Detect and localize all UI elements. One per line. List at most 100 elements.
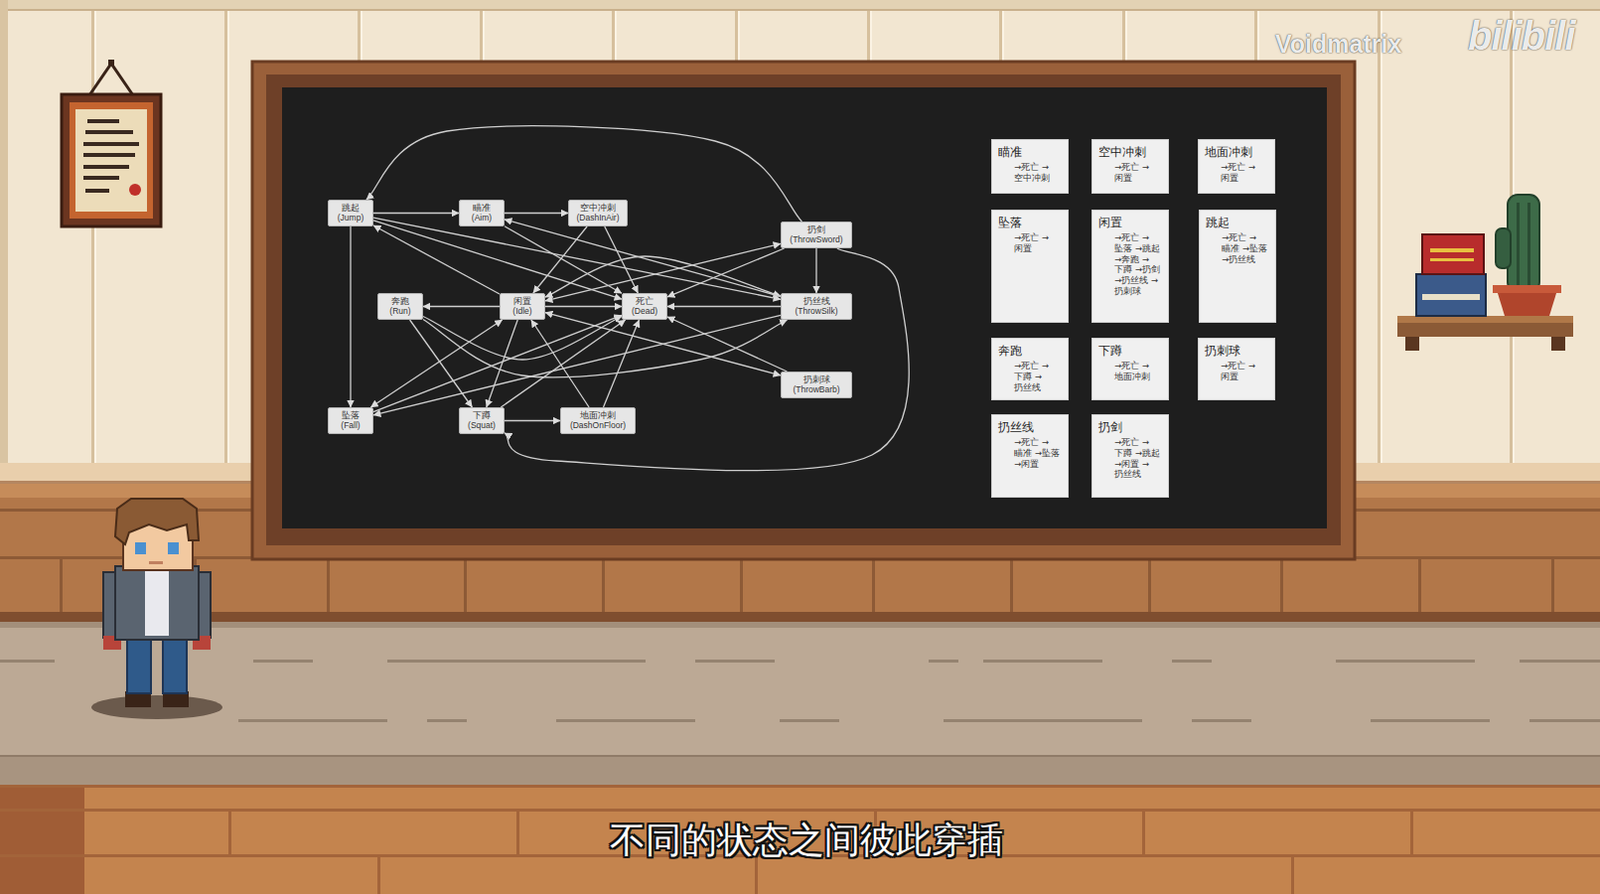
card-transitions: →死亡 →下蹲 →扔丝线 xyxy=(1014,360,1060,393)
book-red xyxy=(1422,234,1484,275)
card-transitions: →死亡 →地面冲刺 xyxy=(1114,360,1161,382)
transition-arrow xyxy=(486,319,518,408)
floor-band xyxy=(0,754,1600,785)
card-title: 闲置 xyxy=(1098,215,1163,230)
state-name-en: (DashOnFloor) xyxy=(570,421,626,432)
transition-arrow xyxy=(373,314,781,416)
transition-arrow xyxy=(423,305,500,307)
state-name-en: (Idle) xyxy=(512,306,532,317)
transition-arrow xyxy=(373,225,500,294)
transition-arrow xyxy=(815,248,817,293)
state-name-en: (ThrowSilk) xyxy=(795,306,839,317)
state-box: 扔丝线(ThrowSilk) xyxy=(780,292,853,320)
transition-card: 下蹲 →死亡 →地面冲刺 xyxy=(1091,337,1169,401)
state-box: 扔剑(ThrowSword) xyxy=(780,221,853,249)
card-title: 扔刺球 xyxy=(1204,343,1269,358)
card-title: 扔剑 xyxy=(1098,420,1163,435)
state-box: 下蹲(Squat) xyxy=(458,407,505,435)
transition-arrow xyxy=(366,126,803,222)
character-eye xyxy=(135,542,146,555)
transition-arrow xyxy=(504,212,569,214)
transition-arrow xyxy=(370,319,502,408)
wainscot-base xyxy=(0,611,1600,622)
transition-arrow xyxy=(500,319,625,408)
state-name: 跳起 xyxy=(341,203,360,214)
state-name: 空中冲刺 xyxy=(580,203,616,214)
transition-card: 扔剑→死亡 →下蹲 →跳起 →闲置 →扔丝线 xyxy=(1091,414,1169,498)
card-title: 跳起 xyxy=(1205,215,1270,230)
transition-arrow xyxy=(504,420,561,422)
picture-seal xyxy=(129,183,142,196)
watermark: Voidmatrix xyxy=(1275,29,1402,59)
state-name-en: (ThrowBarb) xyxy=(792,385,840,396)
state-name-en: (ThrowSword) xyxy=(789,235,843,246)
transition-card: 空中冲刺 →死亡 →闲置 xyxy=(1091,139,1169,194)
state-box: 地面冲刺(DashOnFloor) xyxy=(560,407,636,435)
card-title: 奔跑 xyxy=(998,343,1062,358)
transition-arrow xyxy=(533,226,587,293)
walkway-dashes xyxy=(0,659,1600,723)
card-transitions: →死亡 →闲置 xyxy=(1220,360,1267,382)
character-leg xyxy=(162,633,187,694)
card-transitions: →死亡 →闲置 xyxy=(1014,232,1060,254)
character-leg xyxy=(127,633,151,694)
shelf-bracket xyxy=(1405,336,1420,351)
state-name: 死亡 xyxy=(635,296,654,307)
frame-nail xyxy=(108,59,115,66)
cactus-pot-rim xyxy=(1492,285,1562,293)
book-red-stripe xyxy=(1430,248,1474,253)
state-name-en: (Run) xyxy=(389,306,411,317)
card-title: 瞄准 xyxy=(998,145,1062,159)
transition-card: 瞄准 →死亡 →空中冲刺 xyxy=(991,139,1069,194)
character-eye xyxy=(167,542,179,555)
transition-card: 奔跑 →死亡 →下蹲 →扔丝线 xyxy=(991,337,1069,401)
card-title: 空中冲刺 xyxy=(1098,145,1163,159)
card-transitions: →死亡 →坠落 →跳起 →奔跑 →下蹲 →扔剑 →扔丝线 →扔刺球 xyxy=(1114,232,1161,296)
cactus-ribs xyxy=(1516,202,1531,287)
state-box: 闲置(Idle) xyxy=(499,292,546,320)
picture-frame-inner xyxy=(69,102,153,219)
transition-arrow xyxy=(373,217,781,299)
state-name-en: (Aim) xyxy=(471,213,492,224)
book-pages xyxy=(1422,293,1480,300)
state-name: 下蹲 xyxy=(472,411,491,422)
state-name: 扔刺球 xyxy=(803,375,831,386)
picture-paper xyxy=(75,109,147,212)
book-red-stripe xyxy=(1430,258,1474,262)
transition-arrow xyxy=(667,305,781,307)
card-title: 下蹲 xyxy=(1098,343,1163,358)
card-transitions: →死亡 →空中冲刺 xyxy=(1014,161,1060,183)
transition-arrow xyxy=(504,219,781,297)
state-box: 瞄准(Aim) xyxy=(458,199,505,227)
character-shirt xyxy=(145,568,169,636)
state-name: 奔跑 xyxy=(391,296,410,307)
floor-band-line xyxy=(0,754,1600,757)
card-transitions: →死亡 →下蹲 →跳起 →闲置 →扔丝线 xyxy=(1114,436,1161,480)
card-transitions: →死亡 →瞄准 →坠落 →闲置 xyxy=(1014,436,1060,469)
cactus-pot xyxy=(1496,290,1558,316)
card-title: 地面冲刺 xyxy=(1204,145,1269,159)
character-jacket xyxy=(115,566,199,640)
wall-edge xyxy=(0,0,8,477)
subtitle-caption: 不同的状态之间彼此穿插 xyxy=(5,816,1600,866)
card-transitions: →死亡 →闲置 xyxy=(1114,161,1161,183)
state-name-en: (Jump) xyxy=(337,213,364,224)
shelf-bracket xyxy=(1551,336,1566,351)
transition-arrow xyxy=(545,256,781,297)
blackboard-frame xyxy=(252,61,1355,560)
watermark-logo: bilibili xyxy=(1467,13,1576,59)
blackboard-surface xyxy=(282,87,1327,529)
transition-card: 跳起→死亡 →瞄准 →坠落 →扔丝线 xyxy=(1198,209,1277,323)
transition-card: 地面冲刺→死亡 →闲置 xyxy=(1197,139,1276,194)
transition-arrow xyxy=(349,226,351,408)
state-box: 奔跑(Run) xyxy=(377,292,424,320)
shelf-board xyxy=(1397,322,1574,337)
transition-arrow xyxy=(531,319,589,408)
state-name: 地面冲刺 xyxy=(580,411,616,422)
book-blue xyxy=(1416,274,1486,316)
state-name: 坠落 xyxy=(341,411,360,422)
state-name: 瞄准 xyxy=(472,203,491,214)
blackboard-frame-lip xyxy=(266,74,1341,546)
